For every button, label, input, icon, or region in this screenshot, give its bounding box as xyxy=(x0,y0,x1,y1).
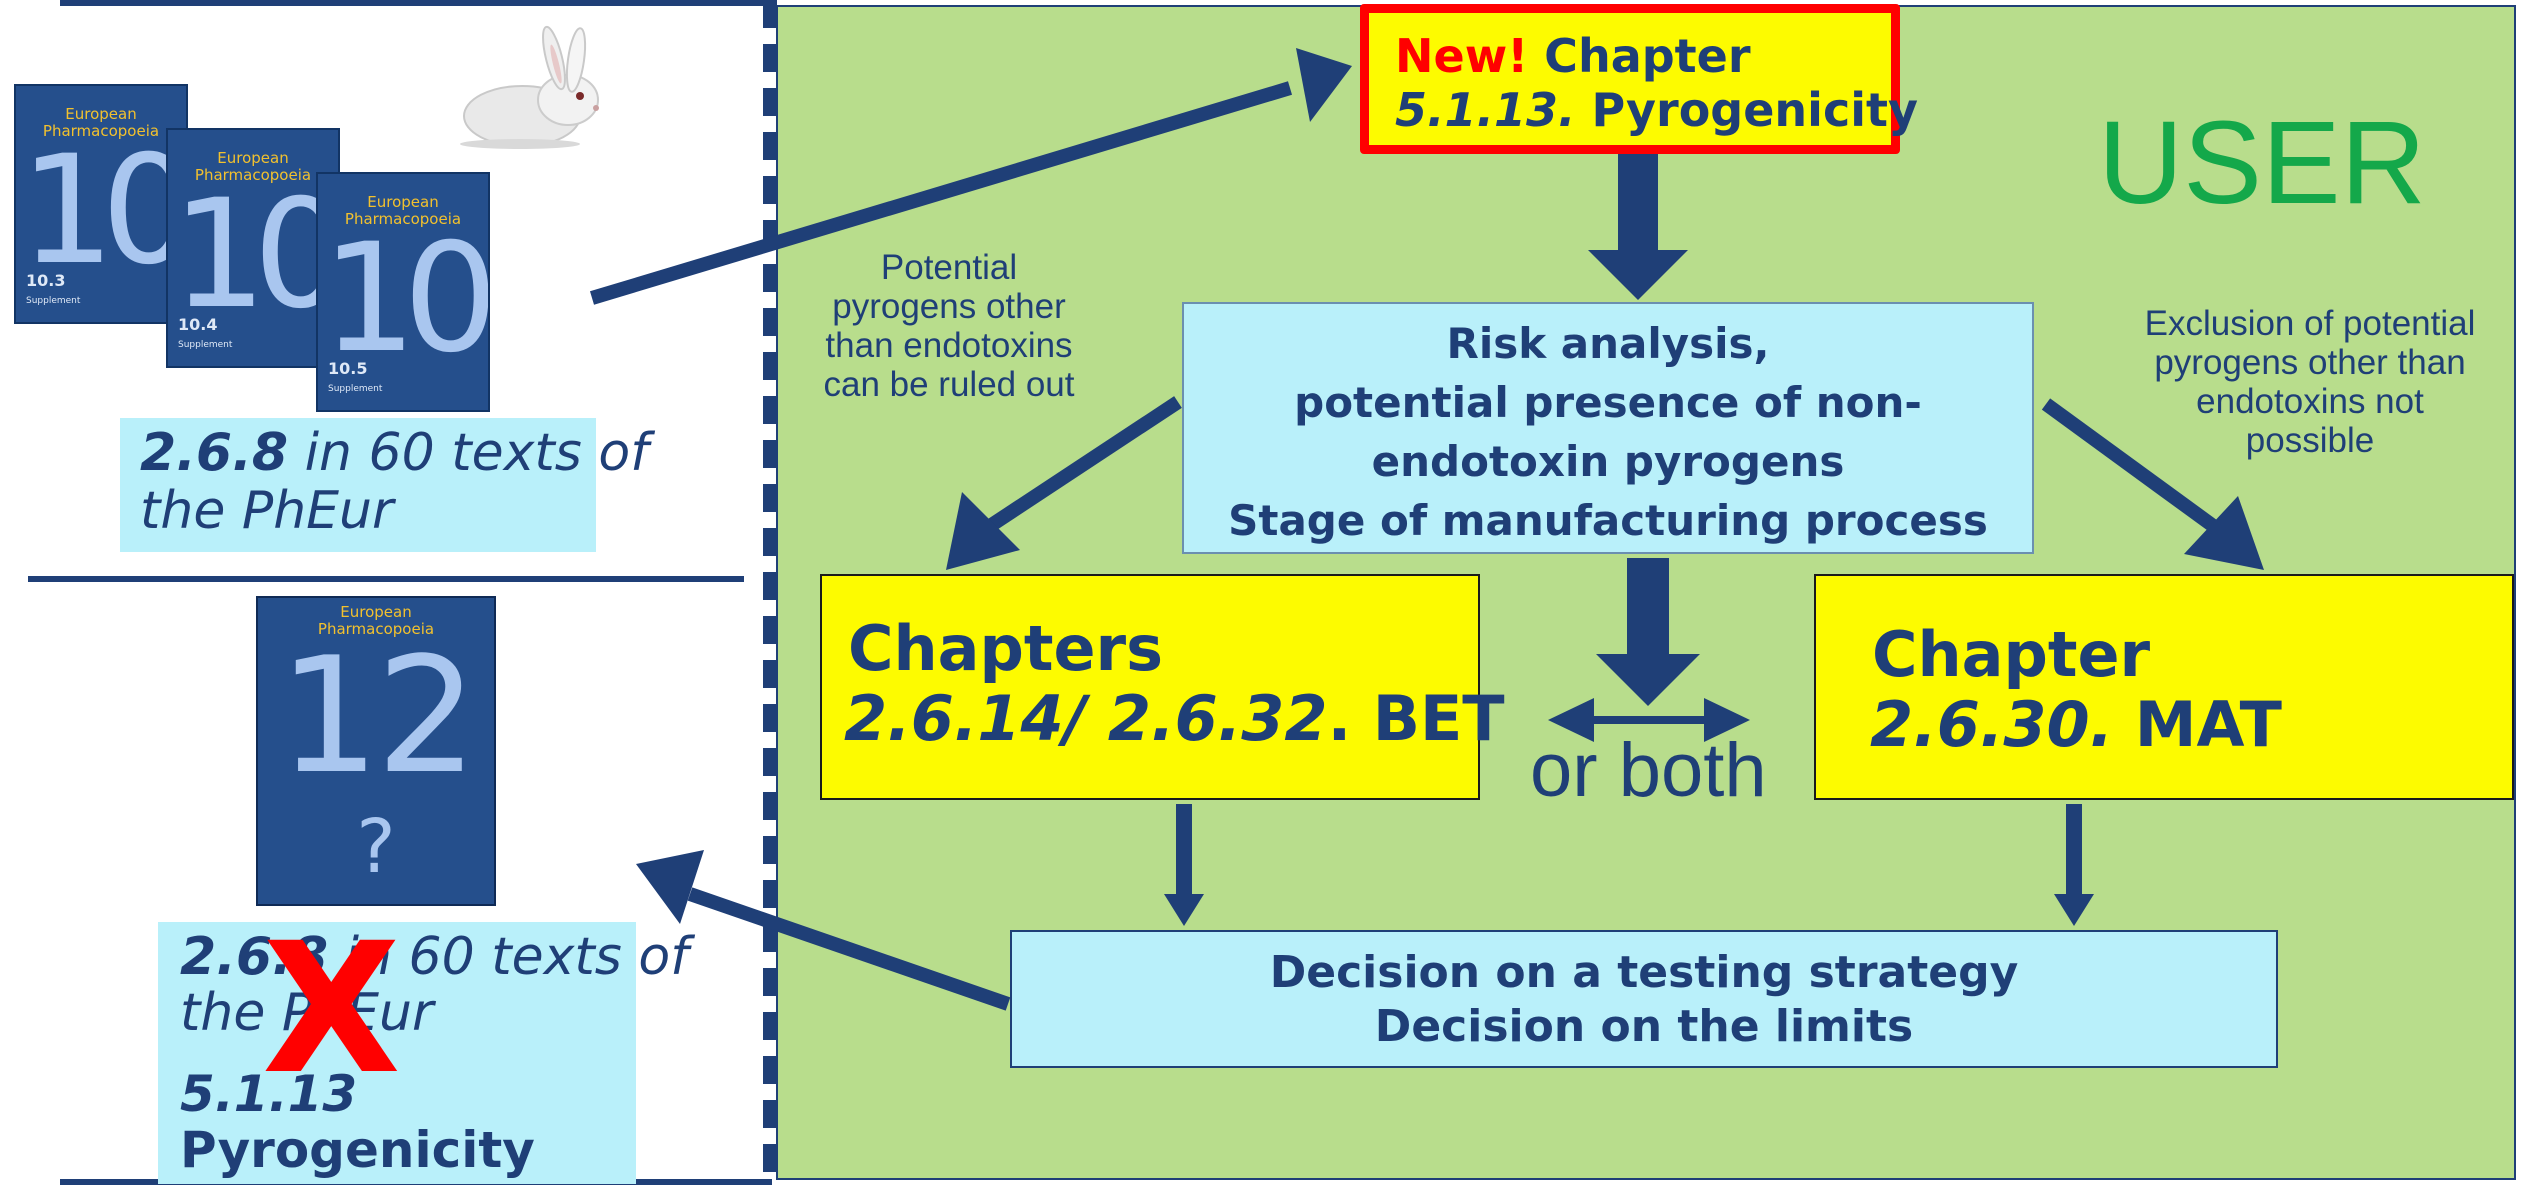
test-code: 2.6.8 xyxy=(140,423,289,483)
info-text-1: in 60 texts of xyxy=(328,927,689,987)
left-note-line-4: can be ruled out xyxy=(823,365,1075,404)
book-supplement: 10.4 xyxy=(178,315,218,334)
info-text-2: the PhEur xyxy=(140,481,394,541)
bet-suffix: . BET xyxy=(1327,682,1505,755)
dashed-separator xyxy=(763,0,777,1184)
book-number: 10 xyxy=(321,212,488,386)
risk-analysis-box: Risk analysis, potential presence of non… xyxy=(1182,302,2034,554)
risk-line-4: Stage of manufacturing process xyxy=(1228,496,1988,545)
arrow-to-or-both xyxy=(1596,558,1700,706)
right-note-line-4: possible xyxy=(2245,421,2375,460)
pheur-book-12: European Pharmacopoeia 12 ? xyxy=(256,596,496,906)
mat-suffix: MAT xyxy=(2113,688,2282,761)
arrow-to-risk-analysis xyxy=(1588,154,1688,300)
book-supplement: 10.5 xyxy=(328,359,368,378)
left-note-line-1: Potential xyxy=(880,248,1018,287)
mat-chapter-box: Chapter 2.6.30. MAT xyxy=(1814,574,2514,800)
bet-title: Chapters xyxy=(848,612,1164,685)
chapter-label: Chapter xyxy=(1528,29,1751,83)
book-title: European Pharmacopoeia xyxy=(194,149,312,184)
arrow-to-mat xyxy=(2041,398,2264,570)
mat-title: Chapter xyxy=(1872,618,2151,691)
chapter-code: 5.1.13. xyxy=(1395,83,1576,137)
right-note-line-3: endotoxins not xyxy=(2196,382,2424,421)
red-x-mark: X xyxy=(262,905,401,1114)
user-label: USER xyxy=(2098,97,2426,229)
left-note-line-2: pyrogens other xyxy=(832,287,1066,326)
book-supplement-sub: Supplement xyxy=(328,384,383,394)
new-test-code: 5.1.13 xyxy=(180,1065,358,1123)
pheur-book-10-3: European Pharmacopoeia 10 10.3 Supplemen… xyxy=(14,84,188,324)
risk-line-1: Risk analysis, xyxy=(1446,319,1770,368)
book-supplement-sub: Supplement xyxy=(26,296,81,306)
question-mark: ? xyxy=(356,804,396,890)
arrow-bet-to-decision xyxy=(1164,804,1204,926)
book-number: 12 xyxy=(278,622,478,809)
arrow-to-bet xyxy=(946,396,1182,570)
arrow-mat-to-decision xyxy=(2054,804,2094,926)
new-test-name: Pyrogenicity xyxy=(180,1121,535,1179)
decision-line-2: Decision on the limits xyxy=(1374,1001,1914,1052)
decision-line-1: Decision on a testing strategy xyxy=(1269,947,2019,998)
left-note: Potential pyrogens other than endotoxins… xyxy=(776,248,1122,404)
decision-box: Decision on a testing strategy Decision … xyxy=(1010,930,2278,1068)
mat-code: 2.6.30. xyxy=(1870,688,2114,761)
bet-codes: 2.6.14/ 2.6.32 xyxy=(844,682,1328,755)
double-headed-arrow xyxy=(1548,698,1750,742)
pheur-book-10-5: European Pharmacopoeia 10 10.5 Supplemen… xyxy=(316,172,490,412)
old-test-code: 2.6.8 xyxy=(180,927,329,987)
risk-line-2: potential presence of non- xyxy=(1294,378,1922,427)
left-note-line-3: than endotoxins xyxy=(825,326,1073,365)
book-supplement-sub: Supplement xyxy=(178,340,233,350)
book-number: 10 xyxy=(19,124,186,298)
book-number: 10 xyxy=(171,168,338,342)
book-title: European Pharmacopoeia xyxy=(42,105,160,140)
bet-chapters-box: Chapters 2.6.14/ 2.6.32. BET xyxy=(820,574,1505,800)
info-box-5-1-13: 2.6.8 in 60 texts of the PhEur 5.1.13 Py… xyxy=(158,905,689,1184)
info-box-2-6-8: 2.6.8 in 60 texts of the PhEur xyxy=(120,418,649,552)
new-chapter-box: New! Chapter 5.1.13. Pyrogenicity xyxy=(1360,4,1918,154)
book-supplement: 10.3 xyxy=(26,271,66,290)
new-label: New! xyxy=(1395,29,1529,83)
right-note-line-2: pyrogens other than xyxy=(2154,343,2466,382)
pheur-book-10-4: European Pharmacopoeia 10 10.4 Supplemen… xyxy=(166,128,340,368)
top-divider-line xyxy=(60,0,772,6)
right-note: Exclusion of potential pyrogens other th… xyxy=(2094,304,2526,460)
book-title: European Pharmacopoeia xyxy=(344,193,462,228)
book-title: European Pharmacopoeia xyxy=(317,603,435,638)
or-both-label: or both xyxy=(1530,728,1767,813)
arrow-to-new-chapter xyxy=(589,48,1352,305)
middle-divider-line xyxy=(28,576,744,582)
info-text-2: the PhEur xyxy=(180,983,434,1043)
right-note-line-1: Exclusion of potential xyxy=(2144,304,2476,343)
chapter-name: Pyrogenicity xyxy=(1575,83,1918,137)
arrow-to-pheur-12 xyxy=(636,850,1011,1011)
info-text-1: in 60 texts of xyxy=(288,423,649,483)
risk-line-3: endotoxin pyrogens xyxy=(1371,437,1845,486)
rabbit-image xyxy=(460,25,599,149)
